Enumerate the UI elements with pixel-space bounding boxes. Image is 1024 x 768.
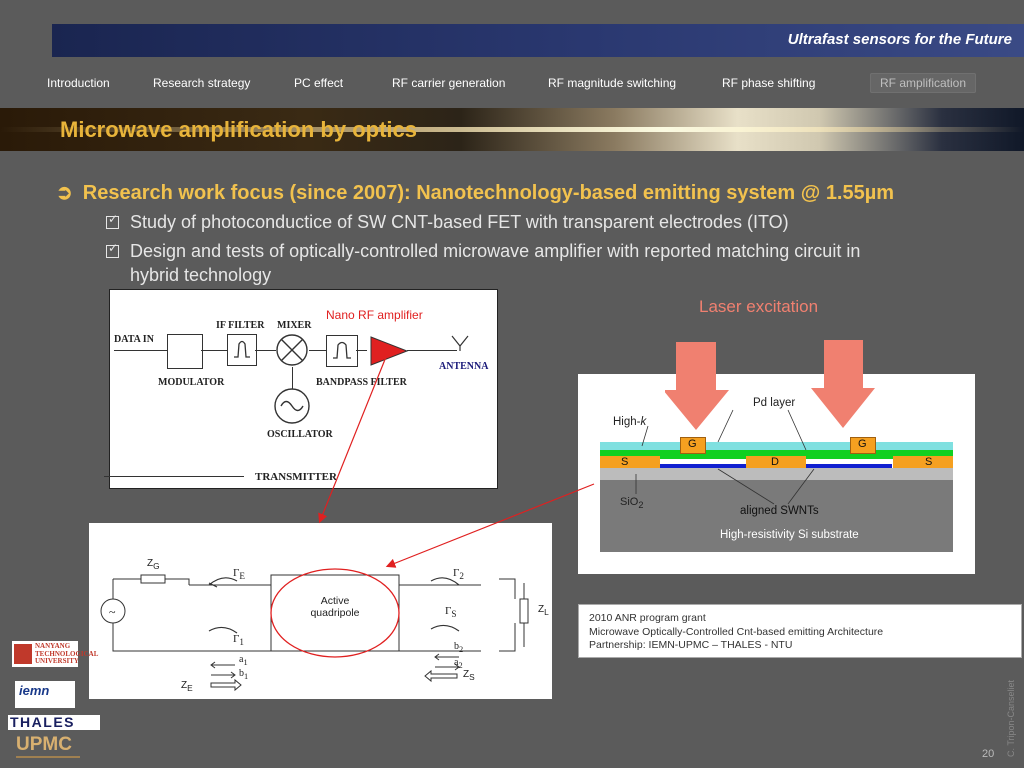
swnt-channel-left xyxy=(660,464,746,468)
title-band xyxy=(0,108,1024,151)
rf-amplifier-icon xyxy=(370,336,409,366)
oscillator-icon xyxy=(274,388,310,424)
ze-label: ZE xyxy=(181,680,193,693)
grant-line-3: Partnership: IEMN-UPMC – THALES - NTU xyxy=(589,639,793,651)
cnt-fet-cross-section: S S D G G Pd layer High-k SiO2 aligned S… xyxy=(578,374,975,574)
data-in-label: DATA IN xyxy=(114,334,154,345)
gate-contact-right xyxy=(850,437,876,454)
a1-label: a1 xyxy=(239,654,248,667)
bandpass-filter-label: BANDPASS FILTER xyxy=(316,377,407,388)
nav-item-introduction[interactable]: Introduction xyxy=(47,76,110,90)
transmitter-caption: TRANSMITTER xyxy=(255,471,337,483)
source-label-right: S xyxy=(925,456,933,468)
modulator-label: MODULATOR xyxy=(158,377,225,388)
pd-layer xyxy=(600,450,953,456)
sio2-layer xyxy=(600,468,953,480)
modulator-block xyxy=(167,334,203,369)
page-number: 20 xyxy=(982,748,995,760)
gamma-e-label: ΓE xyxy=(233,567,245,582)
sio2-label: SiO2 xyxy=(620,496,644,511)
filter-icon xyxy=(234,340,250,358)
source-label-left: S xyxy=(621,456,629,468)
zl-label: ZL xyxy=(538,604,549,617)
mixer-icon xyxy=(276,334,308,366)
pd-layer-label: Pd layer xyxy=(753,397,796,409)
nav-item-research-strategy[interactable]: Research strategy xyxy=(153,76,251,90)
laser-excitation-label: Laser excitation xyxy=(699,297,819,316)
nav-item-rf-magnitude-switching[interactable]: RF magnitude switching xyxy=(548,76,677,90)
b2-label: b2 xyxy=(454,641,464,654)
gamma-1-label: Γ1 xyxy=(233,633,244,648)
grant-info-box: 2010 ANR program grant Microwave Optical… xyxy=(578,604,1022,658)
circuit-lines xyxy=(100,568,529,692)
laser-arrows xyxy=(665,340,875,430)
antenna-icon xyxy=(451,335,469,351)
laser-arrow-left xyxy=(665,342,729,430)
arrow-bullet-icon: ➲ xyxy=(56,182,73,204)
antenna-label: ANTENNA xyxy=(439,361,489,372)
sub-bullet-text: Study of photoconductice of SW CNT-based… xyxy=(130,212,789,232)
sub-bullet-text: Design and tests of optically-controlled… xyxy=(130,241,861,261)
sub-bullet-2: Design and tests of optically-controlled… xyxy=(106,241,860,262)
gamma-2-label: Γ2 xyxy=(453,567,464,582)
main-bullet: ➲ Research work focus (since 2007): Nanot… xyxy=(56,180,894,205)
nav-item-rf-phase-shifting[interactable]: RF phase shifting xyxy=(722,76,816,90)
top-banner: Ultrafast sensors for the Future xyxy=(52,24,1024,57)
checkbox-bullet-icon xyxy=(106,241,119,258)
ac-source-symbol: ~ xyxy=(109,605,116,619)
high-k-label: High-k xyxy=(613,416,647,428)
source-contact-left xyxy=(600,456,660,468)
gate-contact-left xyxy=(680,437,706,454)
a2-label: a2 xyxy=(454,657,463,670)
if-filter-label: IF FILTER xyxy=(216,320,265,331)
section-nav: Introduction Research strategy PC effect… xyxy=(0,70,1024,98)
checkbox-bullet-icon xyxy=(106,212,119,229)
slide-title: Microwave amplification by optics xyxy=(60,117,417,142)
if-filter-block xyxy=(227,334,257,366)
sub-bullet-2-continued: hybrid technology xyxy=(130,265,272,285)
upmc-logo: UPMC xyxy=(14,734,84,760)
laser-arrow-right xyxy=(811,340,875,428)
device-leader-lines xyxy=(635,409,815,505)
swnt-channel-right xyxy=(806,464,892,468)
main-bullet-text: Research work focus (since 2007): Nanote… xyxy=(82,182,895,204)
transmitter-diagram: DATA IN MODULATOR IF FILTER MIXER OSCILL… xyxy=(104,289,498,489)
high-k-layer xyxy=(600,442,953,452)
gate-label-left: G xyxy=(688,438,697,450)
si-substrate xyxy=(600,478,953,552)
aligned-swnts-label: aligned SWNTs xyxy=(740,505,819,517)
bandpass-filter-block xyxy=(326,335,358,367)
author-credit: C. Tripon-Canseliet xyxy=(1006,679,1016,757)
thales-logo: THALES xyxy=(8,714,100,730)
b1-label: b1 xyxy=(239,668,249,681)
grant-line-2: Microwave Optically-Controlled Cnt-based… xyxy=(589,625,884,638)
zs-label: ZS xyxy=(463,669,475,682)
gamma-s-label: ΓS xyxy=(445,605,457,620)
sub-bullet-1: Study of photoconductice of SW CNT-based… xyxy=(106,212,789,233)
nano-rf-amplifier-annotation: Nano RF amplifier xyxy=(326,308,423,322)
drain-label: D xyxy=(771,456,779,468)
grant-line-1: 2010 ANR program grant xyxy=(589,612,706,624)
filter-icon xyxy=(333,341,351,359)
iemn-logo: iemn xyxy=(15,681,75,708)
mixer-label: MIXER xyxy=(277,320,312,331)
banner-title: Ultrafast sensors for the Future xyxy=(787,31,1012,48)
oscillator-label: OSCILLATOR xyxy=(267,429,333,440)
source-contact-right xyxy=(893,456,953,468)
nav-item-rf-carrier-generation[interactable]: RF carrier generation xyxy=(392,76,506,90)
nav-item-rf-amplification[interactable]: RF amplification xyxy=(870,73,977,93)
gate-label-right: G xyxy=(858,438,867,450)
drain-contact xyxy=(746,456,806,468)
nav-item-pc-effect[interactable]: PC effect xyxy=(294,76,344,90)
substrate-label: High-resistivity Si substrate xyxy=(720,529,859,541)
zg-label: ZG xyxy=(147,558,160,571)
